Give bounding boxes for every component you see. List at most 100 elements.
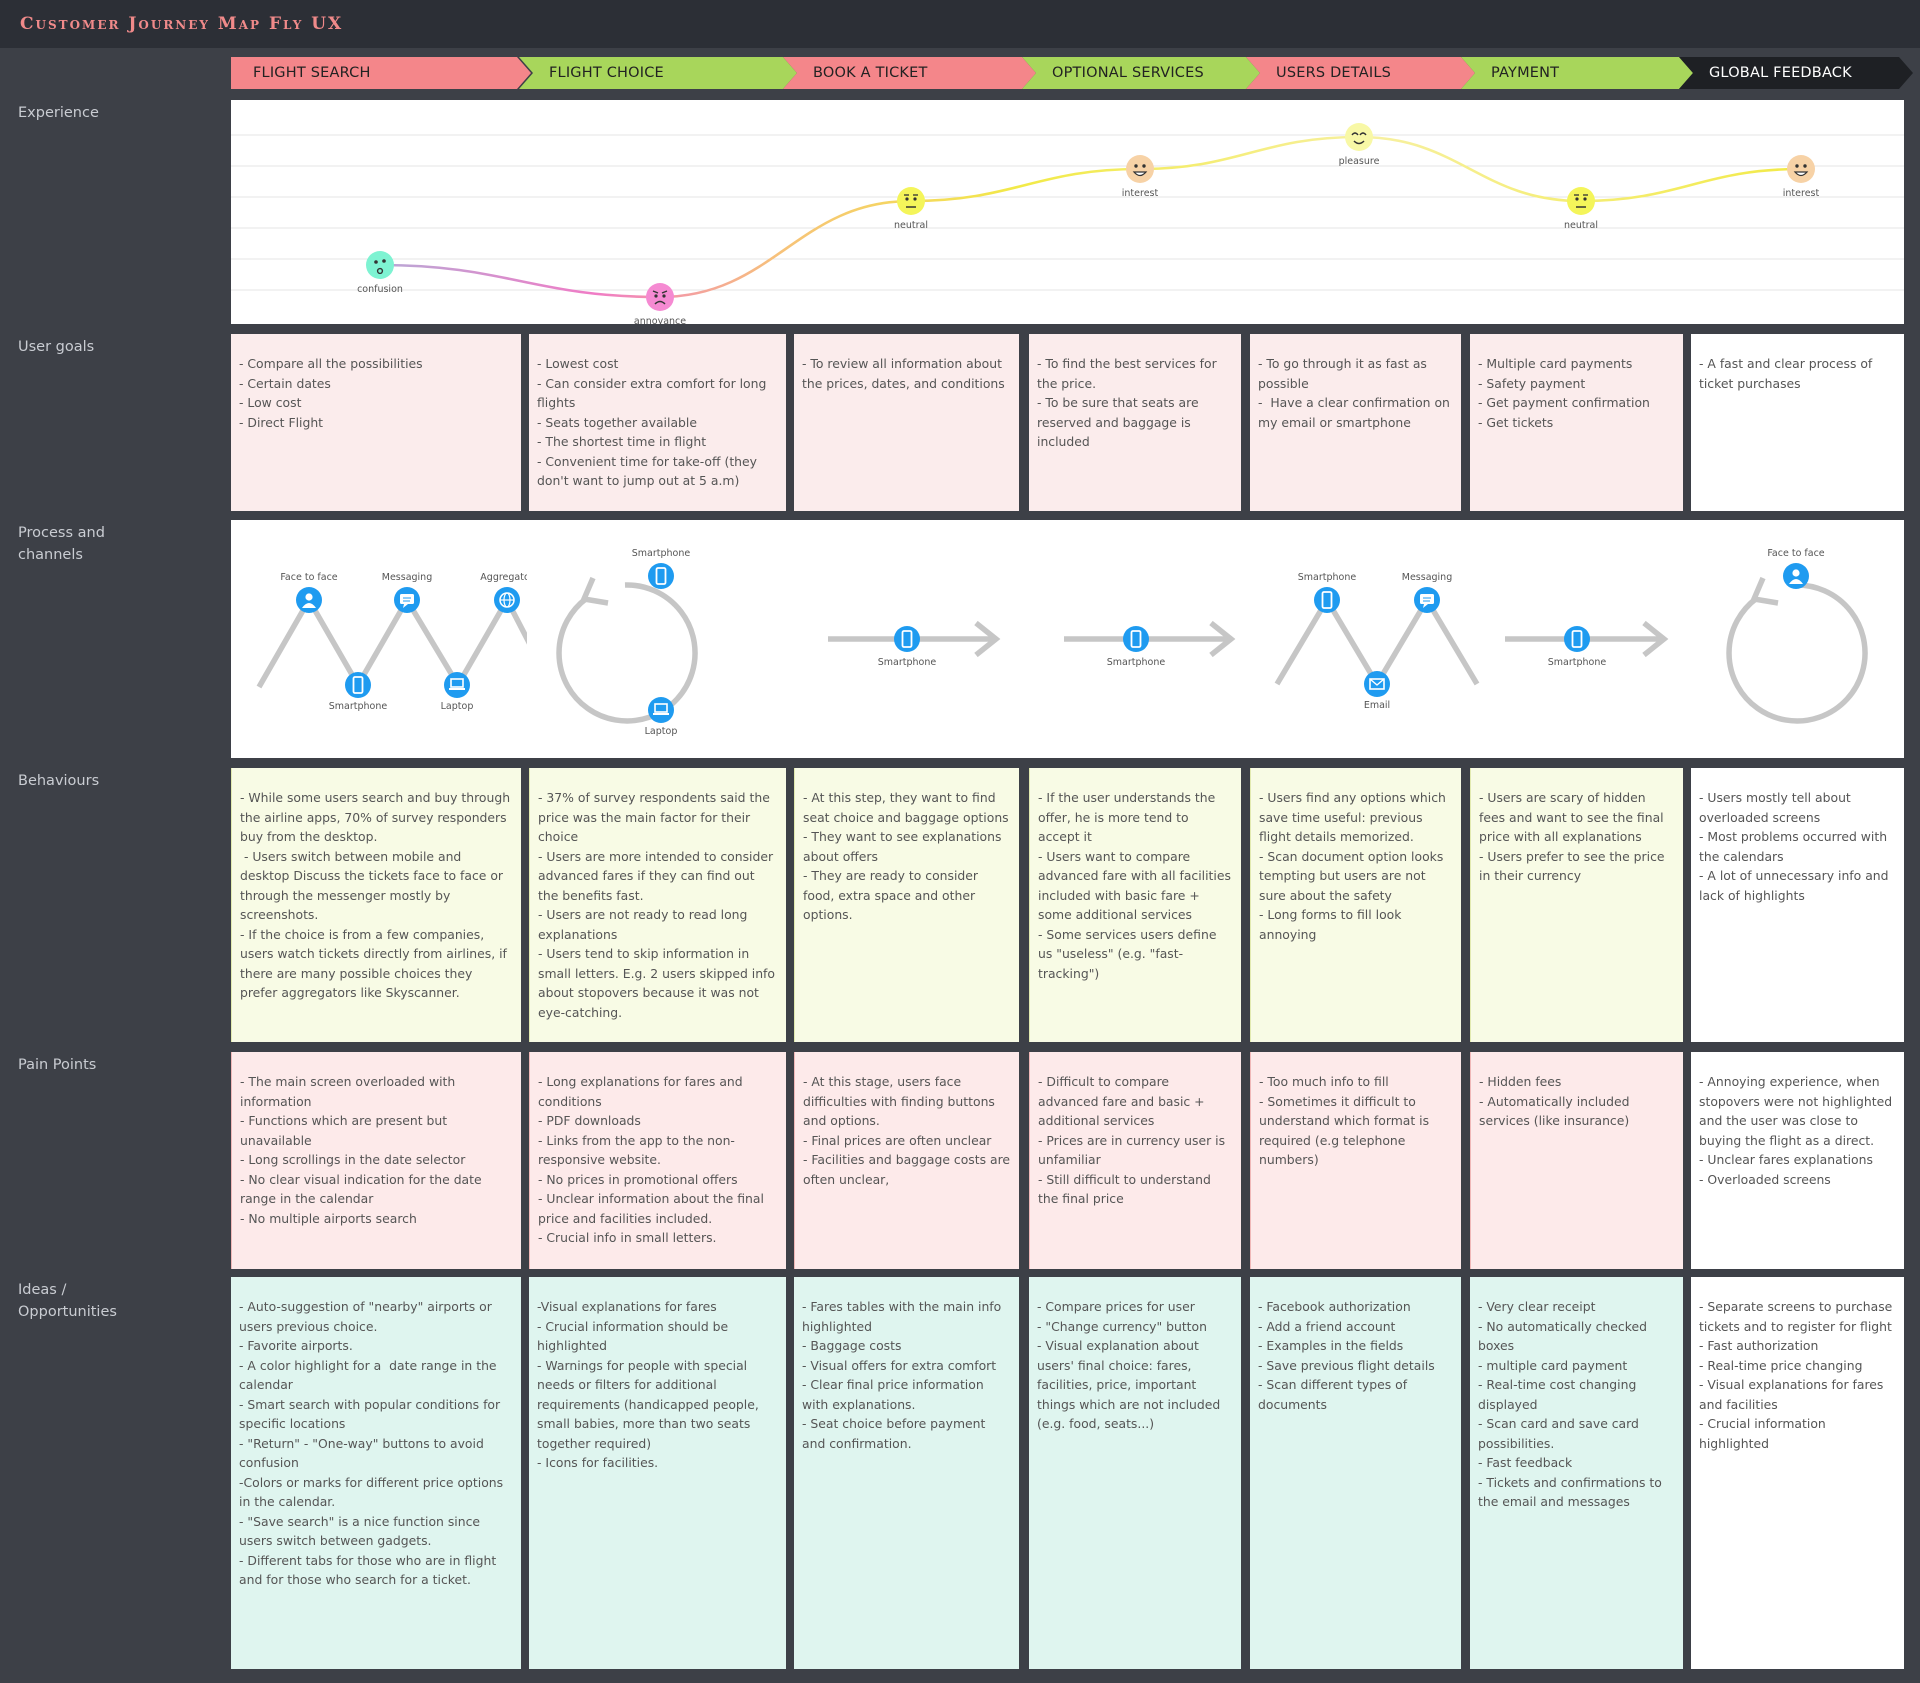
card-line: - Save previous flight details <box>1258 1357 1435 1373</box>
behaviours-card-global-feedback: - Users mostly tell about overloaded scr… <box>1691 768 1904 1042</box>
stage-label: GLOBAL FEEDBACK <box>1709 65 1852 81</box>
emotion-face-icon <box>366 251 394 279</box>
channel-label: Email <box>1364 700 1390 711</box>
channel-label: Face to face <box>280 572 337 583</box>
card-line: - To be sure that seats are reserved and… <box>1037 395 1203 449</box>
card-line: - Users are scary of hidden fees and wan… <box>1479 790 1668 844</box>
emotion-point-interest: interest <box>1122 155 1159 199</box>
card-line: - Clear final price information with exp… <box>802 1377 988 1412</box>
behaviours-card-book-a-ticket: - At this step, they want to find seat c… <box>794 768 1019 1042</box>
card-line: - Users mostly tell about overloaded scr… <box>1699 790 1855 825</box>
emotion-point-pleasure: pleasure <box>1339 123 1380 167</box>
card-line: - Safety payment <box>1478 375 1586 391</box>
card-line: - The shortest time in flight <box>537 434 707 449</box>
card-line: - Seat choice before payment and confirm… <box>802 1416 990 1451</box>
row-label-behaviours: Behaviours <box>18 773 100 789</box>
loop-flight-choice <box>556 582 698 724</box>
loop-arrowhead-global-feedback <box>1750 576 1779 606</box>
laptop-icon <box>444 672 470 698</box>
goals-card-flight-search: - Compare all the possibilities- Certain… <box>231 334 521 511</box>
emotion-point-annoyance: annoyance <box>634 283 686 327</box>
card-line: - If the user understands the offer, he … <box>1038 790 1220 844</box>
card-line: - To find the best services for the pric… <box>1037 356 1221 391</box>
emotion-face-icon <box>646 283 674 311</box>
card-line: - To go through it as fast as possible <box>1258 356 1431 391</box>
emotion-label: interest <box>1122 188 1159 199</box>
channel-node-smartphone: Smartphone <box>1107 626 1166 668</box>
behaviours-card-flight-choice: - 37% of survey respondents said the pri… <box>529 768 786 1042</box>
goals-card-payment: - Multiple card payments- Safety payment… <box>1470 334 1683 511</box>
top-bar: Customer Journey Map Fly UX <box>0 0 1920 48</box>
channel-label: Smartphone <box>1107 657 1166 668</box>
stage-label: PAYMENT <box>1491 65 1560 81</box>
behaviours-card-flight-search: - While some users search and buy throug… <box>231 768 521 1042</box>
card-line: - "Save search" is a nice function since… <box>239 1513 484 1549</box>
emotion-label: annoyance <box>634 316 686 324</box>
loop-arrowhead-flight-choice <box>580 576 609 606</box>
card-line: - Smart search with popular conditions f… <box>239 1396 505 1432</box>
behaviours-card-payment: - Users are scary of hidden fees and wan… <box>1470 768 1683 1042</box>
row-label-ideas: Ideas / Opportunities <box>18 1279 117 1323</box>
card-line: - Facebook authorization <box>1258 1299 1411 1314</box>
card-line: - Fast authorization <box>1699 1338 1819 1353</box>
emotion-face-icon <box>1126 155 1154 183</box>
card-line: - Annoying experience, when stopovers we… <box>1699 1074 1897 1148</box>
channel-label: Smartphone <box>878 657 937 668</box>
pain-card-flight-search: - The main screen overloaded with inform… <box>231 1052 521 1269</box>
card-line: - Have a clear confirmation on my email … <box>1258 395 1454 430</box>
stage-optional-services: OPTIONAL SERVICES <box>1022 57 1260 89</box>
email-icon <box>1364 671 1390 697</box>
card-line: - Examples in the fields <box>1258 1338 1404 1353</box>
emotion-face-icon <box>1345 123 1373 151</box>
channel-node-smartphone: Smartphone <box>329 672 388 712</box>
stage-label: FLIGHT CHOICE <box>549 65 664 81</box>
card-line: - Direct Flight <box>239 414 324 430</box>
arrowhead-optional-services <box>1209 620 1236 658</box>
emotion-label: neutral <box>894 220 928 231</box>
card-line: - Icons for facilities. <box>537 1455 659 1470</box>
card-line: - Unclear fares explanations <box>1699 1152 1873 1167</box>
card-line: - To review all information about the pr… <box>802 356 1006 391</box>
pain-card-payment: - Hidden fees- Automatically included se… <box>1470 1052 1683 1269</box>
card-line: - Long explanations for fares and condit… <box>538 1074 747 1109</box>
channel-label: Smartphone <box>632 548 691 559</box>
stage-arrow-shape <box>1022 57 1260 89</box>
card-line: - Real-time cost changing displayed <box>1478 1377 1641 1412</box>
card-line: - Baggage costs <box>802 1338 902 1353</box>
card-line: - They want to see explanations about of… <box>803 829 1006 864</box>
goals-card-flight-choice: - Lowest cost- Can consider extra comfor… <box>529 334 786 511</box>
card-line: - A lot of unnecessary info and lack of … <box>1699 868 1893 903</box>
card-line: - The main screen overloaded with inform… <box>240 1074 460 1109</box>
channel-label: Smartphone <box>329 701 388 712</box>
ideas-card-flight-choice: -Visual explanations for fares- Crucial … <box>529 1277 786 1669</box>
card-line: - Convenient time for take-off (they don… <box>537 453 761 489</box>
card-line: - Visual offers for extra comfort <box>802 1357 997 1373</box>
smartphone-icon <box>1564 626 1590 652</box>
goals-card-book-a-ticket: - To review all information about the pr… <box>794 334 1019 511</box>
channel-label: Messaging <box>1402 572 1452 583</box>
stage-payment: PAYMENT <box>1461 57 1693 89</box>
emotion-face-icon <box>897 187 925 215</box>
card-line: - Facilities and baggage costs are often… <box>803 1152 1014 1187</box>
card-line: - No automatically checked boxes <box>1478 1318 1651 1354</box>
channel-node-messaging: Messaging <box>1402 572 1452 613</box>
stage-arrow-shape <box>783 57 1036 89</box>
row-label-pain-points: Pain Points <box>18 1057 97 1073</box>
emotion-point-neutral: neutral <box>1564 187 1598 231</box>
experience-curve <box>379 135 1802 299</box>
stage-label: USERS DETAILS <box>1276 65 1392 81</box>
card-line: - Most problems occurred with the calend… <box>1699 829 1892 864</box>
card-line: - Compare prices for user <box>1037 1299 1195 1314</box>
card-line: - At this step, they want to find seat c… <box>803 790 1009 825</box>
stage-users-details: USERS DETAILS <box>1246 57 1475 89</box>
card-line: - Users are more intended to consider ad… <box>538 848 778 903</box>
row-label-process-line2: channels <box>18 547 83 563</box>
card-line: -Visual explanations for fares <box>537 1299 717 1314</box>
zigzag-flight-search <box>256 594 527 691</box>
behaviours-card-optional-services: - If the user understands the offer, he … <box>1029 768 1241 1042</box>
card-line: - Lowest cost <box>537 356 619 371</box>
card-line: - Difficult to compare advanced fare and… <box>1038 1074 1209 1128</box>
card-line: - No multiple airports search <box>240 1210 417 1226</box>
card-line: - Add a friend account <box>1258 1318 1396 1334</box>
